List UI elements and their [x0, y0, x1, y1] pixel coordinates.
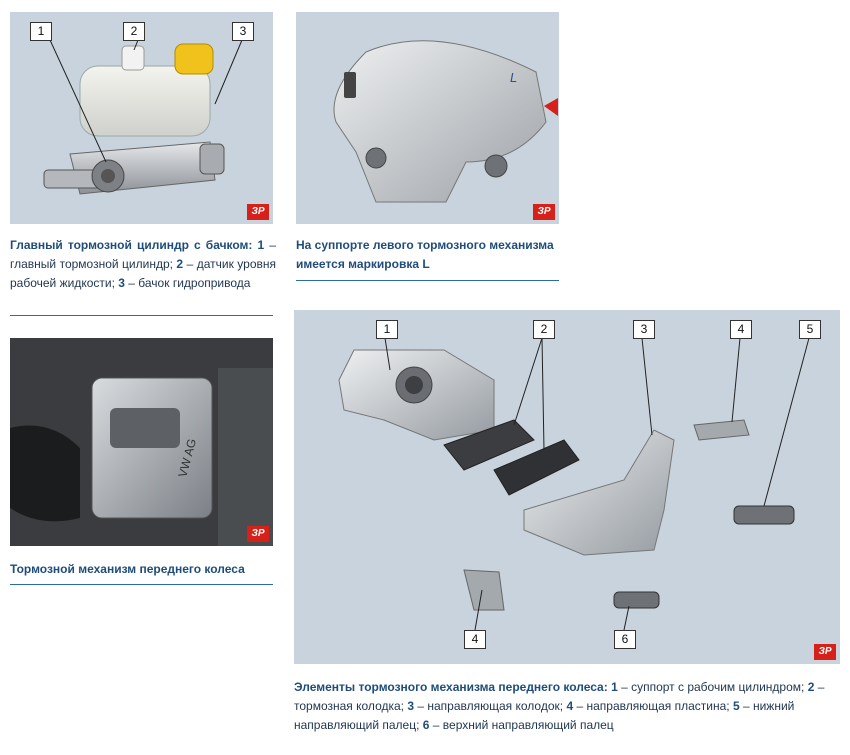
caption-rule: [10, 315, 273, 316]
caption-title: Элементы тормозного механизма переднего …: [294, 680, 608, 694]
brand-badge: ЗР: [247, 204, 269, 220]
brand-badge: ЗР: [247, 526, 269, 542]
callout-4-lower: 4: [464, 630, 486, 649]
figure-brake-elements: 1 2 3 4 5 4 6 ЗР: [294, 310, 840, 664]
callout-2: 2: [533, 320, 555, 339]
brand-badge: ЗР: [533, 204, 555, 220]
callout-2: 2: [123, 22, 145, 41]
caption-title: Главный тормозной цилиндр с бачком:: [10, 238, 253, 252]
callout-1: 1: [30, 22, 52, 41]
caption-front-brake: Тормозной механизм переднего колеса: [10, 560, 280, 579]
caption-master-cylinder: Главный тормозной цилиндр с бачком: 1 – …: [10, 238, 277, 290]
brand-badge: ЗР: [814, 644, 836, 660]
callout-3: 3: [633, 320, 655, 339]
caption-title: На суппорте левого тормозного механизма …: [296, 238, 554, 271]
master-cylinder-illustration: [43, 39, 243, 195]
callout-6: 6: [614, 630, 636, 649]
brake-elements-illustration: [338, 337, 810, 631]
callout-4: 4: [730, 320, 752, 339]
figure-front-brake: VW AG ЗР: [10, 338, 273, 546]
caption-brake-elements: Элементы тормозного механизма переднего …: [294, 680, 825, 732]
callout-1: 1: [376, 320, 398, 339]
caliper-illustration: L: [333, 40, 558, 203]
caption-title: Тормозной механизм переднего колеса: [10, 562, 245, 576]
callout-5: 5: [799, 320, 821, 339]
front-brake-illustration: VW AG: [10, 338, 273, 546]
caption-caliper-marking: На суппорте левого тормозного механизма …: [296, 236, 562, 274]
caliper-stamp: L: [510, 70, 517, 85]
figure-caliper-marking: L ЗР: [296, 12, 559, 224]
caption-rule: [296, 280, 559, 281]
callout-3: 3: [232, 22, 254, 41]
caption-rule: [10, 584, 273, 585]
figure-master-cylinder: 1 2 3 ЗР: [10, 12, 273, 224]
